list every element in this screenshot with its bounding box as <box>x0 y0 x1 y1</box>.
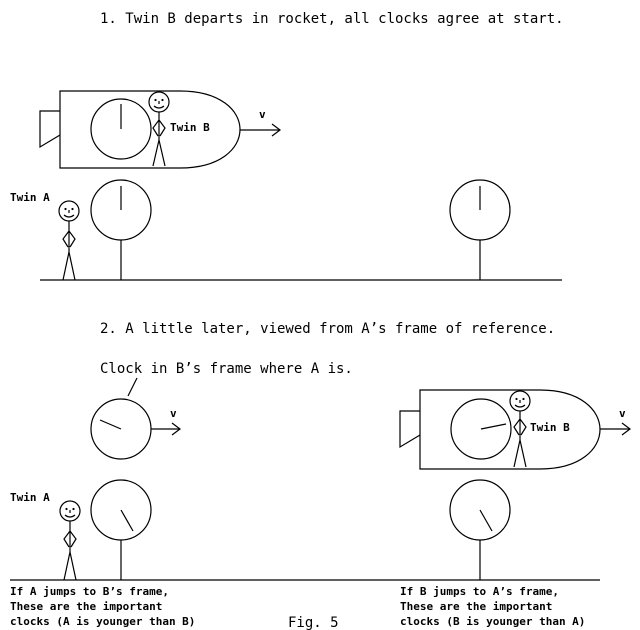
post-clock-2-right <box>449 479 511 580</box>
note-right-line-2: These are the important <box>400 600 552 613</box>
twin-a-figure-2 <box>59 500 81 581</box>
note-left-line-3: clocks (A is younger than B) <box>10 615 195 628</box>
post-clock-1-right <box>449 179 511 280</box>
note-left: If A jumps to B’s frame, These are the i… <box>10 585 195 628</box>
rocket-2-clock-hand <box>480 423 507 430</box>
twin-b-figure-2 <box>509 390 531 468</box>
scene2-caption: 2. A little later, viewed from A’s frame… <box>100 321 555 337</box>
post-clock-2-left-hand <box>120 509 134 532</box>
b-frame-clock-at-a: v <box>90 398 181 460</box>
scene2-twin-b-label: Twin B <box>530 421 570 434</box>
rocket-1-body <box>59 90 241 169</box>
scene2-twin-a-label: Twin A <box>10 491 50 504</box>
figure-label: Fig. 5 <box>288 615 339 630</box>
rocket-1-nozzle <box>39 110 61 149</box>
rocket-2-body <box>419 389 601 470</box>
rocket-1: Twin B v <box>39 90 281 169</box>
velocity-label-3: v <box>619 407 626 420</box>
note-right-line-1: If B jumps to A’s frame, <box>400 585 559 598</box>
rocket-2: Twin B v <box>399 389 631 470</box>
note-left-line-1: If A jumps to B’s frame, <box>10 585 169 598</box>
scene1-twin-a-label: Twin A <box>10 191 50 204</box>
rocket-1-clock <box>90 98 152 160</box>
velocity-label-1: v <box>259 108 266 121</box>
note-right: If B jumps to A’s frame, These are the i… <box>400 585 585 628</box>
rocket-2-clock <box>450 398 512 460</box>
twin-a-figure-1 <box>58 200 80 281</box>
scene1-twin-b-label: Twin B <box>170 121 210 134</box>
scene2-clock-note: Clock in B’s frame where A is. <box>100 361 353 377</box>
post-clock-2-right-hand <box>479 509 493 532</box>
post-clock-1-left <box>90 179 152 280</box>
scene1-caption: 1. Twin B departs in rocket, all clocks … <box>100 11 564 27</box>
note-left-line-2: These are the important <box>10 600 162 613</box>
clock-note-pointer <box>127 377 138 397</box>
twin-b-figure-1 <box>148 91 170 167</box>
note-right-line-3: clocks (B is younger than A) <box>400 615 585 628</box>
velocity-label-2: v <box>170 407 177 420</box>
rocket-2-nozzle <box>399 410 421 449</box>
post-clock-2-left <box>90 479 152 580</box>
b-frame-clock-hand <box>99 419 122 430</box>
